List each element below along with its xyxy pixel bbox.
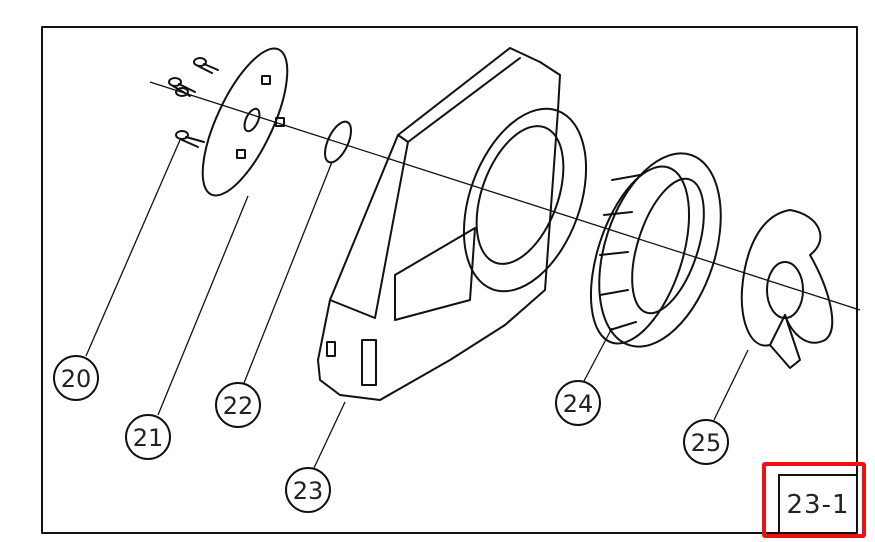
assembly-axis (149, 81, 861, 311)
part-25-pawl-hub (740, 209, 834, 369)
callout-20: 20 (53, 355, 99, 401)
part-23-starter-cover (317, 47, 588, 401)
callout-24: 24 (555, 380, 601, 426)
svg-text:22: 22 (223, 392, 254, 420)
callout-22: 22 (215, 382, 261, 428)
svg-text:24: 24 (563, 390, 594, 418)
callout-23: 23 (285, 467, 331, 513)
part-20-screws (168, 57, 219, 148)
svg-text:20: 20 (61, 365, 92, 393)
svg-text:21: 21 (133, 424, 164, 452)
callout-25: 25 (683, 419, 729, 465)
part-21-plate (201, 47, 289, 197)
figure-label-highlight (762, 462, 866, 538)
drawing-frame (41, 26, 858, 534)
figure-label: 23-1 (778, 474, 856, 533)
part-22-circlip (324, 120, 352, 164)
callout-21: 21 (125, 414, 171, 460)
svg-text:25: 25 (691, 429, 722, 457)
part-24-rope-pulley (589, 152, 722, 348)
svg-text:23: 23 (293, 477, 324, 505)
